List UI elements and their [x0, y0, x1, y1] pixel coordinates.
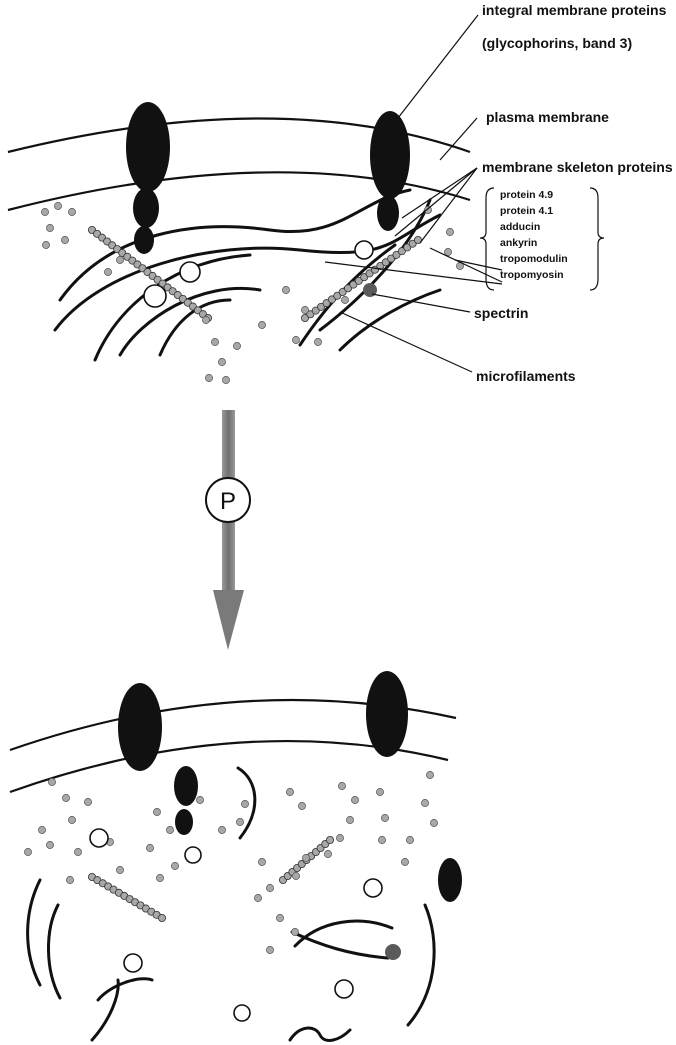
skeleton-item-tropomyosin: tropomyosin [500, 269, 564, 281]
skeleton-protein-dot [68, 816, 75, 823]
skeleton-protein-dot [74, 848, 81, 855]
skeleton-protein-dot [146, 844, 153, 851]
skeleton-protein-dot [116, 866, 123, 873]
skeleton-protein-dot [54, 202, 61, 209]
skeleton-protein-dot [84, 798, 91, 805]
open-circle-proteins-bottom [90, 829, 382, 1021]
skeleton-protein-dot [205, 374, 212, 381]
skeleton-protein-dot [266, 946, 273, 953]
actin-bead [326, 836, 333, 843]
skeleton-item-ankyrin: ankyrin [500, 237, 537, 249]
skeleton-protein-dot [254, 894, 261, 901]
skeleton-protein-dot [291, 928, 298, 935]
skeleton-protein-dot [116, 256, 123, 263]
skeleton-protein-dot [66, 876, 73, 883]
skeleton-protein-dot [376, 788, 383, 795]
skeleton-protein-dot [292, 872, 299, 879]
skeleton-protein-dot [153, 808, 160, 815]
skeleton-protein-dot [38, 826, 45, 833]
skeleton-protein-dot [426, 771, 433, 778]
microfilament-fragment-left [88, 873, 165, 921]
skeleton-protein-dot [196, 796, 203, 803]
skeleton-protein-dot [430, 819, 437, 826]
skeleton-protein-dot [351, 796, 358, 803]
scattered-proteins-top [41, 202, 463, 383]
scattered-proteins-bottom [24, 771, 437, 953]
skeleton-protein-dot [202, 316, 209, 323]
skeleton-list-right-bracket [590, 188, 604, 290]
skeleton-protein-dot [341, 296, 348, 303]
skeleton-protein-dot [222, 376, 229, 383]
skeleton-protein-dot [166, 826, 173, 833]
skeleton-protein-dot [62, 794, 69, 801]
skeleton-protein-dot [266, 884, 273, 891]
skeleton-protein-dot [218, 358, 225, 365]
skeleton-protein-dot [298, 802, 305, 809]
dark-grey-protein-bottom [385, 944, 401, 960]
skeleton-protein-dot [378, 836, 385, 843]
spectrin-fragments [28, 768, 435, 1040]
skeleton-protein-dot [302, 854, 309, 861]
skeleton-protein-dot [301, 306, 308, 313]
skeleton-protein-dot [104, 268, 111, 275]
phosphate-label: P [220, 488, 236, 515]
label-membrane-skeleton-proteins: membrane skeleton proteins [482, 159, 673, 175]
skeleton-protein-dot [282, 286, 289, 293]
skeleton-protein-dot [211, 338, 218, 345]
skeleton-item-protein-4-1: protein 4.1 [500, 205, 553, 217]
bottom-panel [10, 671, 462, 1040]
skeleton-protein-dot [171, 862, 178, 869]
skeleton-protein-dot [236, 818, 243, 825]
skeleton-protein-dot [338, 782, 345, 789]
label-integral-membrane-proteins: integral membrane proteins [482, 2, 667, 18]
skeleton-protein-list: protein 4.9 protein 4.1 adducin ankyrin … [500, 189, 568, 281]
skeleton-protein-dot [61, 236, 68, 243]
skeleton-protein-dot [324, 850, 331, 857]
skeleton-protein-dot [42, 241, 49, 248]
skeleton-protein-dot [292, 336, 299, 343]
skeleton-item-adducin: adducin [500, 221, 540, 233]
skeleton-protein-dot [68, 208, 75, 215]
integral-protein-bottom [118, 671, 462, 902]
skeleton-protein-dot [336, 834, 343, 841]
skeleton-protein-dot [406, 836, 413, 843]
skeleton-protein-dot [258, 321, 265, 328]
skeleton-protein-dot [444, 248, 451, 255]
skeleton-protein-dot [233, 342, 240, 349]
skeleton-protein-dot [286, 788, 293, 795]
skeleton-item-tropomodulin: tropomodulin [500, 253, 568, 265]
skeleton-protein-dot [41, 208, 48, 215]
skeleton-protein-dot [346, 816, 353, 823]
skeleton-protein-dot [381, 814, 388, 821]
skeleton-protein-dot [48, 778, 55, 785]
skeleton-protein-dot [276, 914, 283, 921]
skeleton-protein-dot [446, 228, 453, 235]
integral-protein-left [126, 102, 170, 254]
arrow-head [213, 590, 244, 650]
skeleton-protein-dot [46, 841, 53, 848]
actin-bead [158, 914, 165, 921]
top-panel: integral membrane proteins (glycophorins… [8, 2, 673, 384]
skeleton-protein-dot [46, 224, 53, 231]
skeleton-protein-dot [218, 826, 225, 833]
skeleton-protein-dot [401, 858, 408, 865]
skeleton-protein-dot [156, 874, 163, 881]
skeleton-protein-dot [241, 800, 248, 807]
skeleton-protein-dot [258, 858, 265, 865]
skeleton-protein-dot [421, 799, 428, 806]
label-glycophorins-band3: (glycophorins, band 3) [482, 35, 632, 51]
skeleton-item-protein-4-9: protein 4.9 [500, 189, 553, 201]
skeleton-protein-dot [314, 338, 321, 345]
label-spectrin: spectrin [474, 305, 528, 321]
integral-protein-right [370, 111, 410, 231]
label-microfilaments: microfilaments [476, 368, 576, 384]
skeleton-protein-dot [24, 848, 31, 855]
phosphorylation-arrow: P [206, 410, 250, 650]
label-plasma-membrane: plasma membrane [486, 109, 609, 125]
